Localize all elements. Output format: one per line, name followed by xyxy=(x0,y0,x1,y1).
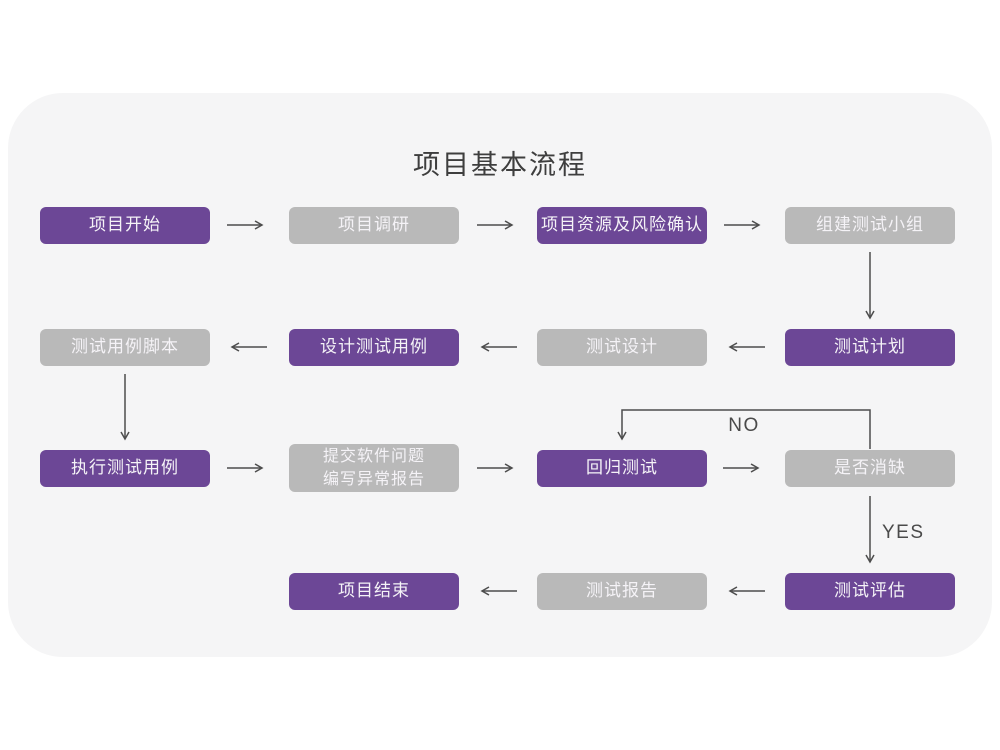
node-project-research: 项目调研 xyxy=(289,207,459,244)
node-label: 项目开始 xyxy=(89,215,161,235)
node-label: 执行测试用例 xyxy=(71,458,179,478)
node-submit-issues: 提交软件问题 编写异常报告 xyxy=(289,444,459,492)
node-regression-test: 回归测试 xyxy=(537,450,707,487)
node-case-script: 测试用例脚本 xyxy=(40,329,210,366)
node-design-cases: 设计测试用例 xyxy=(289,329,459,366)
node-label-line1: 提交软件问题 xyxy=(322,447,425,465)
node-label-line2: 编写异常报告 xyxy=(322,471,425,488)
node-execute-cases: 执行测试用例 xyxy=(40,450,210,487)
node-test-plan: 测试计划 xyxy=(785,329,955,366)
node-test-design: 测试设计 xyxy=(537,329,707,366)
node-label: 组建测试小组 xyxy=(816,215,924,235)
node-label: 测试报告 xyxy=(586,581,658,601)
edge-label-no: NO xyxy=(728,415,760,436)
node-label: 测试设计 xyxy=(586,337,658,357)
node-label: 测试用例脚本 xyxy=(71,337,179,357)
node-label: 回归测试 xyxy=(586,458,658,478)
node-build-team: 组建测试小组 xyxy=(785,207,955,244)
node-label: 项目结束 xyxy=(338,581,410,601)
node-label: 设计测试用例 xyxy=(320,337,428,357)
node-label: 是否消缺 xyxy=(834,458,906,478)
node-project-end: 项目结束 xyxy=(289,573,459,610)
node-project-start: 项目开始 xyxy=(40,207,210,244)
node-defect-cleared: 是否消缺 xyxy=(785,450,955,487)
diagram-title: 项目基本流程 xyxy=(413,150,587,180)
node-test-evaluate: 测试评估 xyxy=(785,573,955,610)
node-label: 测试计划 xyxy=(834,337,906,357)
node-resource-risk: 项目资源及风险确认 xyxy=(537,207,707,244)
node-label: 项目调研 xyxy=(338,215,410,235)
node-label: 项目资源及风险确认 xyxy=(541,215,703,235)
edge-label-yes: YES xyxy=(882,522,925,543)
node-test-report: 测试报告 xyxy=(537,573,707,610)
node-label: 测试评估 xyxy=(834,581,906,601)
flowchart-card-background xyxy=(8,93,992,657)
